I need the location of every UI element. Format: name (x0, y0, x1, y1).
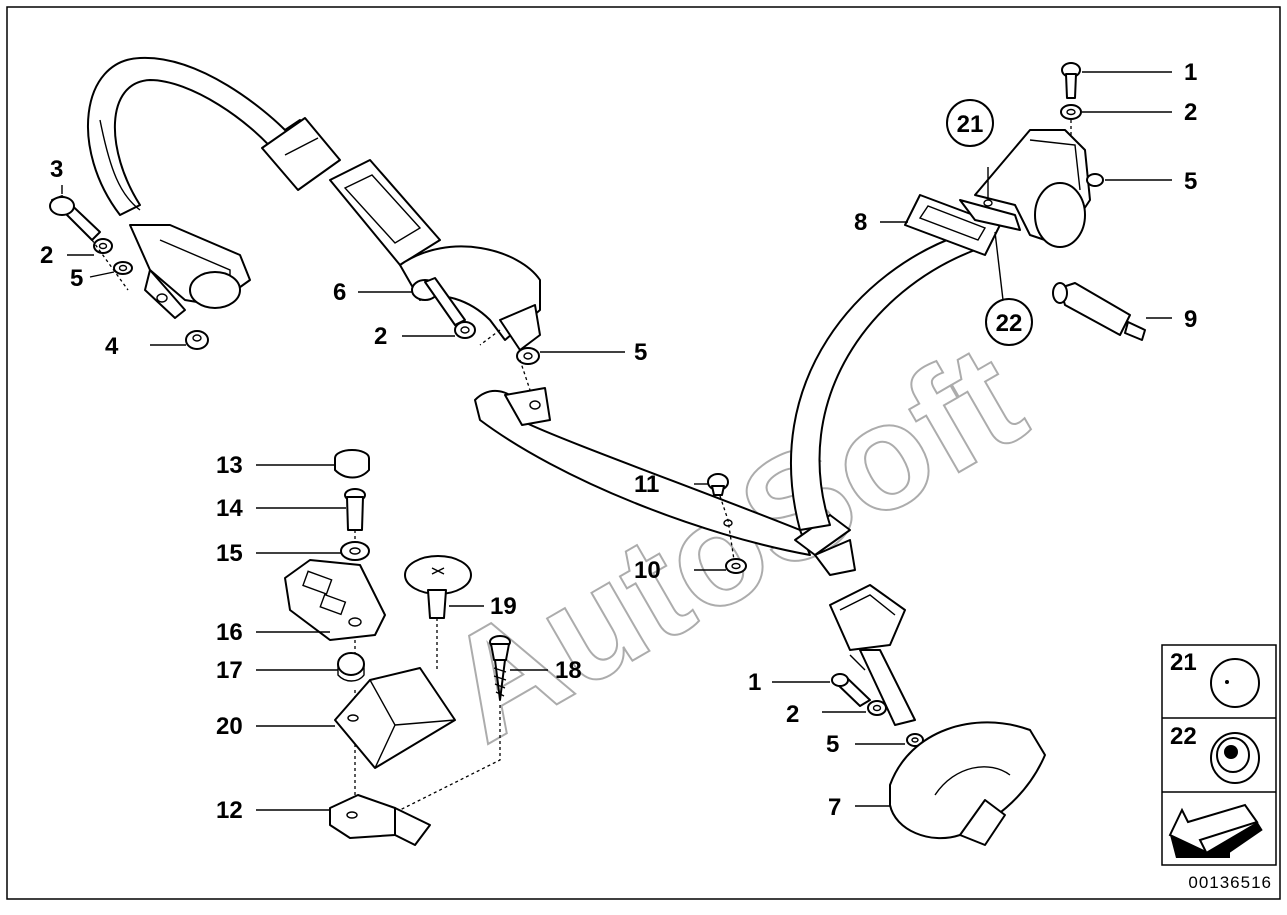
callout-11: 11 (634, 471, 659, 498)
callout-20: 20 (216, 713, 243, 740)
buckle-fasteners (831, 673, 1046, 846)
callout-4: 4 (105, 333, 119, 360)
callout-3: 3 (50, 156, 63, 183)
callout-12: 12 (216, 797, 243, 824)
diagram-frame (6, 6, 1281, 900)
callout-1-right: 1 (1184, 59, 1197, 86)
callout-22: 22 (996, 310, 1023, 337)
legend-label-22: 22 (1170, 723, 1197, 750)
callout-19: 19 (490, 593, 517, 620)
right-belt-assembly (790, 129, 1091, 726)
callout-21: 21 (957, 111, 984, 138)
legend-panel: 21 22 (1161, 644, 1277, 866)
left-fasteners (49, 195, 209, 350)
callout-18: 18 (555, 657, 582, 684)
callout-5-right: 5 (1184, 168, 1197, 195)
callout-15: 15 (216, 540, 243, 567)
legend-label-21: 21 (1170, 649, 1197, 676)
grommet-icon (1210, 732, 1260, 784)
callout-7: 7 (828, 794, 841, 821)
middle-fasteners (411, 277, 540, 391)
callout-13: 13 (216, 452, 243, 479)
callout-2-left: 2 (40, 242, 53, 269)
left-belt-assembly (86, 56, 541, 351)
callout-17: 17 (216, 657, 243, 684)
callout-2-mid: 2 (374, 323, 387, 350)
callout-9: 9 (1184, 306, 1197, 333)
callout-1-bottom: 1 (748, 669, 761, 696)
fastener-19 (404, 555, 472, 670)
callout-8: 8 (854, 209, 867, 236)
callout-2-right: 2 (1184, 99, 1197, 126)
callout-16: 16 (216, 619, 243, 646)
bracket-12 (329, 794, 431, 846)
callout-5-bottom: 5 (826, 731, 839, 758)
callout-5-left: 5 (70, 265, 83, 292)
callout-10: 10 (634, 557, 661, 584)
bracket-20 (334, 667, 456, 769)
plug-cap-icon (1210, 658, 1260, 708)
callout-labels: 3 2 5 4 6 2 5 13 14 15 16 17 20 12 19 18… (40, 59, 1197, 824)
callout-2-bottom: 2 (786, 701, 799, 728)
watermark: AutoSoft (417, 312, 1049, 774)
direction-arrow-icon (1168, 803, 1263, 858)
callout-6: 6 (333, 279, 346, 306)
document-number: 00136516 (1188, 873, 1272, 892)
callout-5-mid: 5 (634, 339, 647, 366)
plug-and-washer (707, 473, 747, 574)
circled-callout-22: 22 (985, 298, 1033, 346)
screw-18 (399, 635, 511, 811)
circled-callout-21: 21 (946, 99, 994, 147)
callout-14: 14 (216, 495, 243, 522)
leader-lines (61, 71, 1172, 811)
right-fasteners (1052, 62, 1146, 341)
